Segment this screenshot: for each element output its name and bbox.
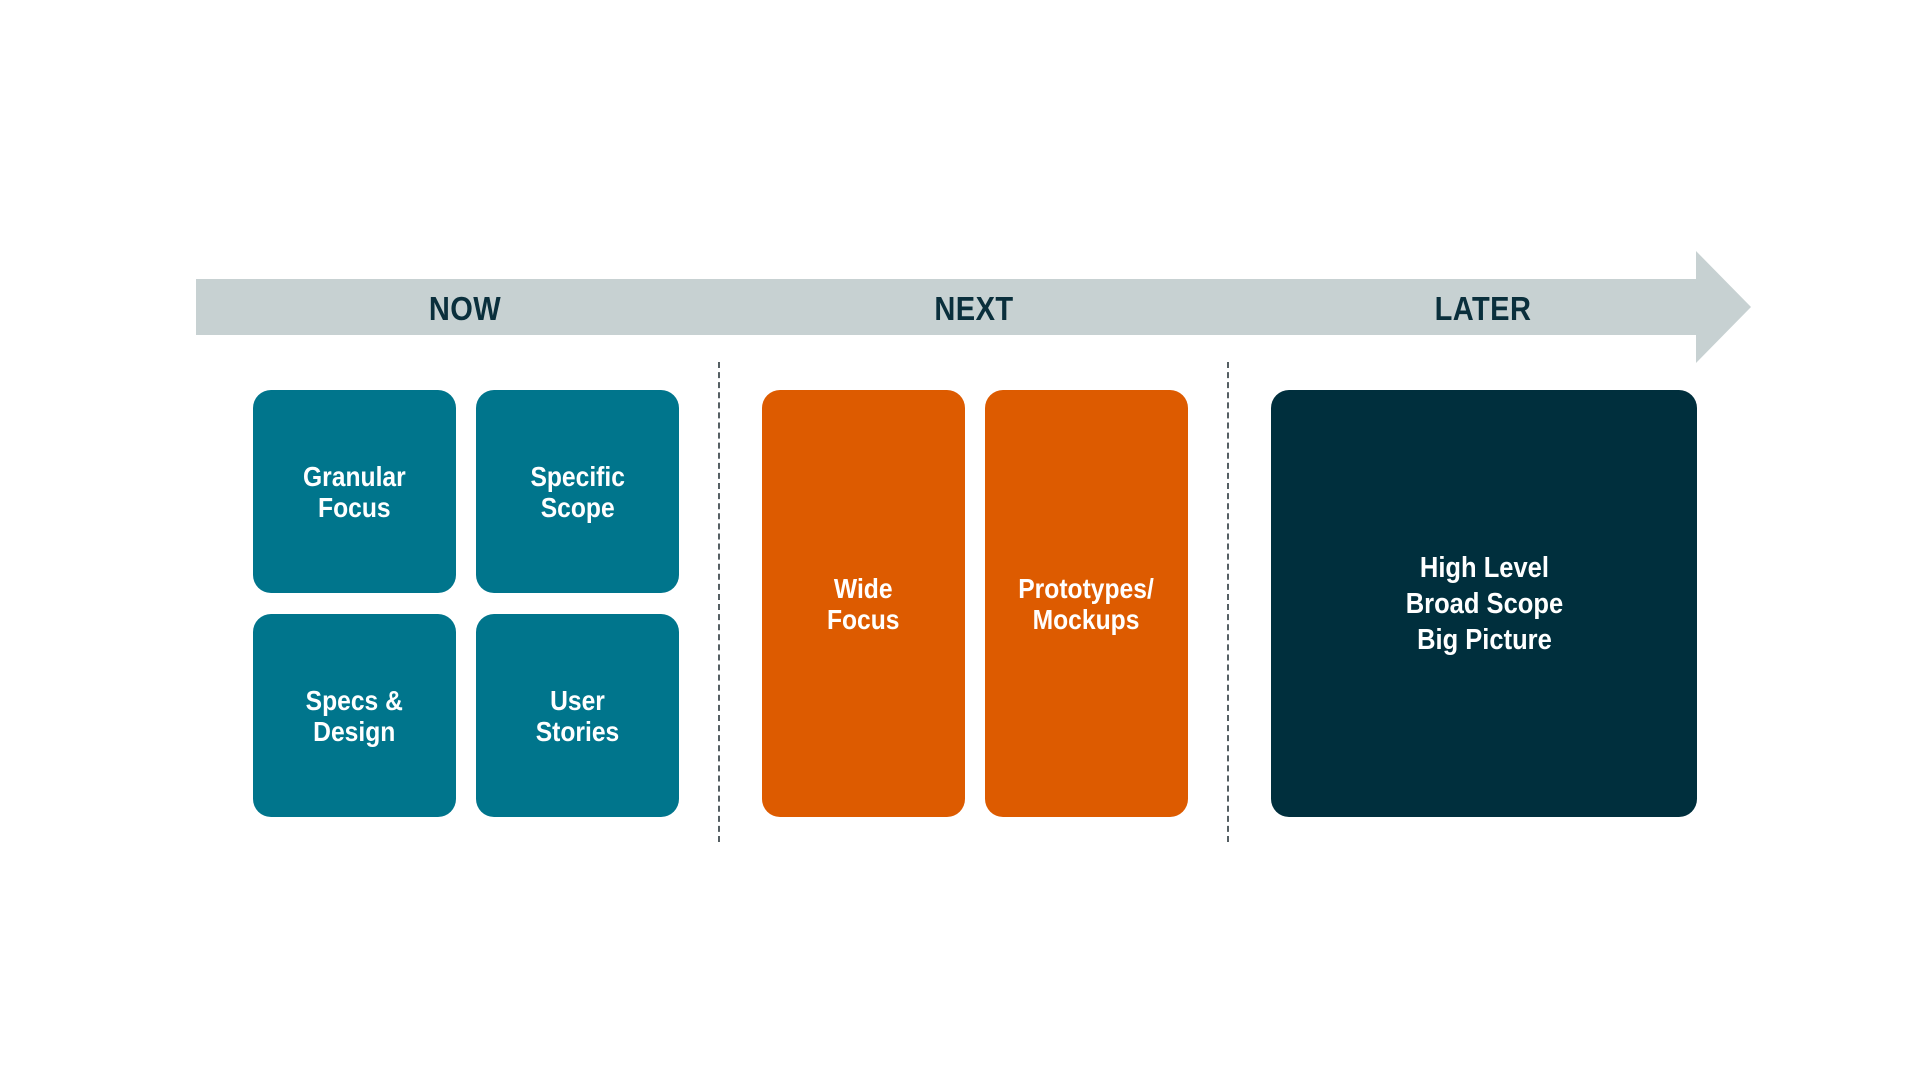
card-label: Specs & Design (305, 684, 404, 747)
card-specs-design: Specs & Design (253, 614, 456, 817)
card-prototypes-mockups: Prototypes/ Mockups (985, 390, 1188, 817)
card-user-stories: User Stories (476, 614, 679, 817)
divider-now-next (718, 362, 720, 842)
card-granular-focus: Granular Focus (253, 390, 456, 593)
card-high-level: High Level Broad Scope Big Picture (1271, 390, 1697, 817)
card-label: Granular Focus (303, 460, 406, 523)
card-label: Wide Focus (827, 572, 900, 635)
card-label: User Stories (535, 684, 620, 747)
card-label: High Level Broad Scope Big Picture (1405, 551, 1563, 656)
divider-next-later (1227, 362, 1229, 842)
phase-label-later: LATER (1434, 290, 1532, 327)
card-label: Specific Scope (530, 460, 625, 523)
phase-label-next: NEXT (934, 290, 1014, 327)
arrow-shape (196, 251, 1751, 363)
phase-label-now: NOW (428, 290, 502, 327)
card-wide-focus: Wide Focus (762, 390, 965, 817)
card-specific-scope: Specific Scope (476, 390, 679, 593)
card-label: Prototypes/ Mockups (1018, 572, 1155, 635)
